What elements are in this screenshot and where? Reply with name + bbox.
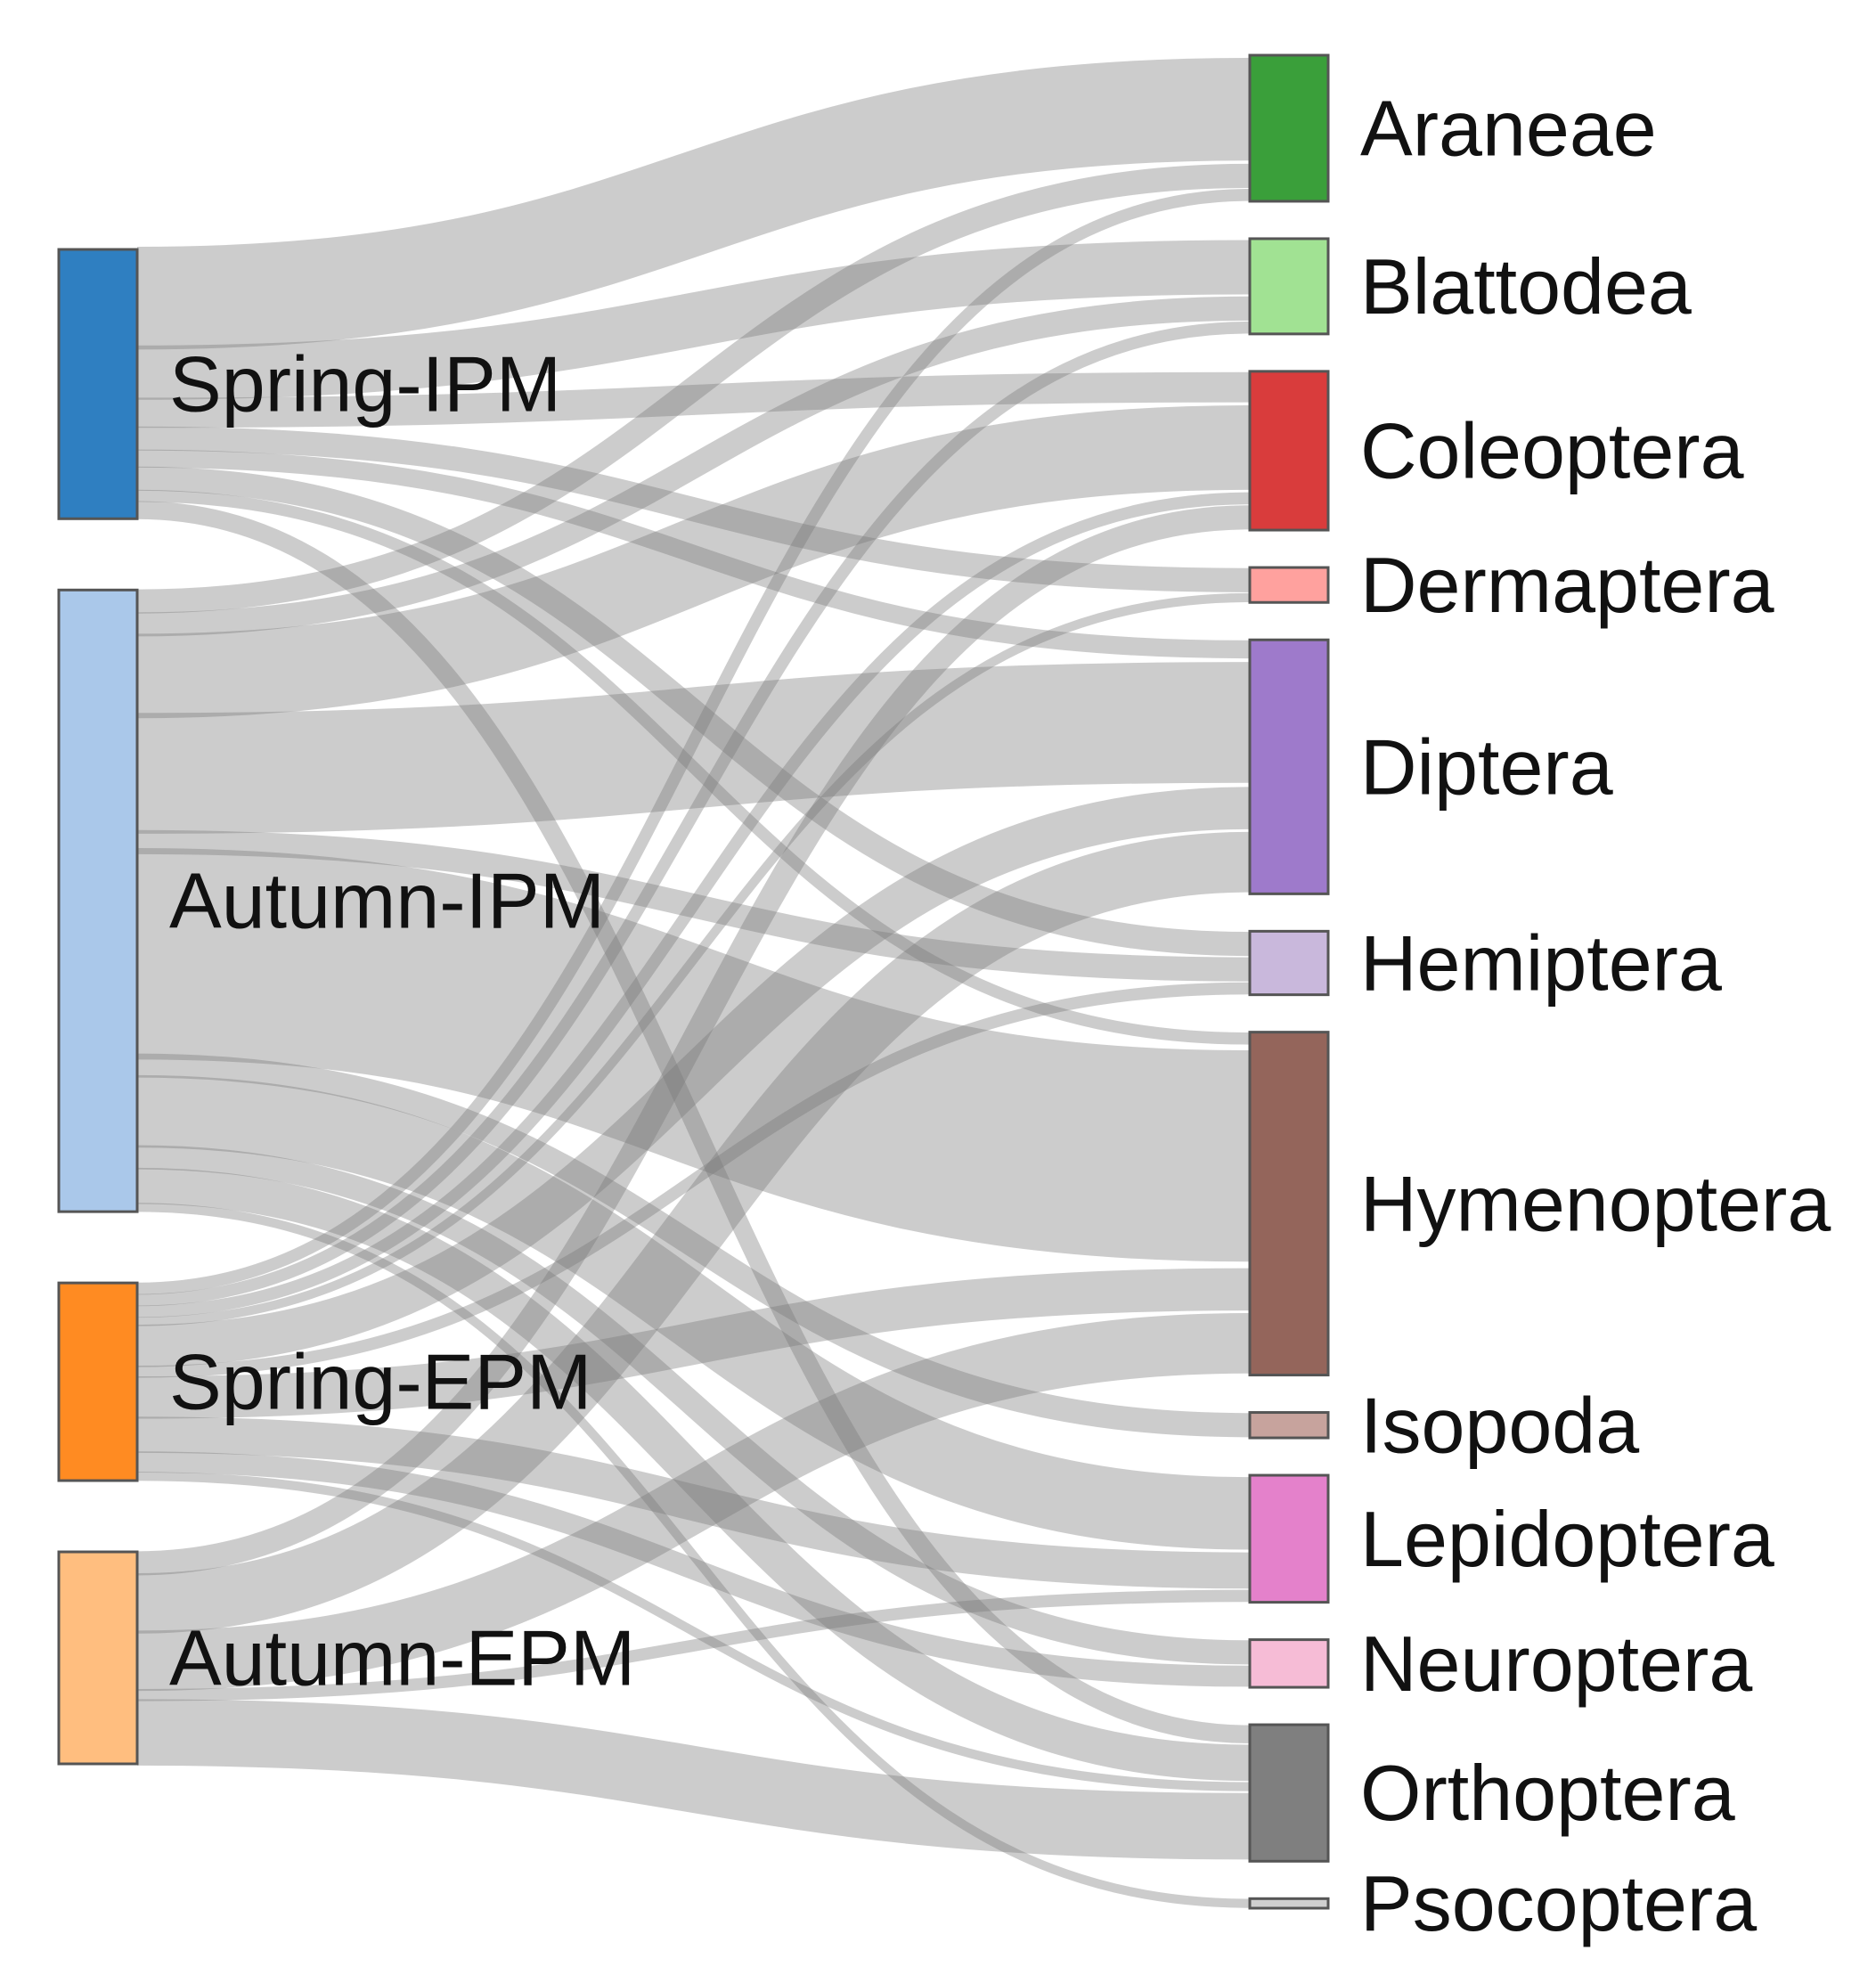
node-autumn-ipm <box>57 588 139 1213</box>
link-spring-ipm-to-hemiptera <box>136 466 1251 957</box>
node-orthoptera <box>1248 1723 1330 1863</box>
node-psocoptera <box>1248 1897 1330 1910</box>
node-dermaptera <box>1248 566 1330 604</box>
link-autumn-ipm-to-hemiptera <box>136 829 1251 982</box>
link-autumn-epm-to-hymenoptera <box>136 1313 1251 1692</box>
label-spring-ipm: Spring-IPM <box>169 340 561 428</box>
label-orthoptera: Orthoptera <box>1360 1749 1735 1837</box>
link-spring-epm-to-blattodea <box>136 321 1251 1307</box>
node-spring-ipm <box>57 248 139 520</box>
node-coleoptera <box>1248 370 1330 532</box>
links-group <box>136 57 1251 1908</box>
node-diptera <box>1248 638 1330 895</box>
node-spring-epm <box>57 1281 139 1482</box>
label-autumn-ipm: Autumn-IPM <box>169 857 605 945</box>
node-blattodea <box>1248 237 1330 336</box>
link-autumn-ipm-to-blattodea <box>136 296 1251 637</box>
link-autumn-epm-to-coleoptera <box>136 505 1251 1576</box>
link-autumn-ipm-to-hymenoptera <box>136 848 1251 1262</box>
link-spring-ipm-to-hymenoptera <box>136 489 1251 1045</box>
label-coleoptera: Coleoptera <box>1360 406 1744 494</box>
node-araneae <box>1248 53 1330 203</box>
label-isopoda: Isopoda <box>1360 1381 1639 1469</box>
labels-group: Spring-IPM Autumn-IPM Spring-EPM Autumn-EPM… <box>169 84 1831 1947</box>
label-neuroptera: Neuroptera <box>1360 1620 1752 1708</box>
node-isopoda <box>1248 1411 1330 1440</box>
node-neuroptera <box>1248 1638 1330 1689</box>
label-dermaptera: Dermaptera <box>1360 541 1774 629</box>
link-spring-ipm-to-araneae <box>136 57 1251 350</box>
node-lepidoptera <box>1248 1473 1330 1604</box>
link-autumn-epm-to-diptera <box>136 831 1251 1634</box>
link-autumn-ipm-to-coleoptera <box>136 404 1251 719</box>
link-autumn-ipm-to-psocoptera <box>136 1203 1251 1908</box>
link-spring-epm-to-dermaptera <box>136 592 1251 1326</box>
link-autumn-ipm-to-lepidoptera <box>136 1074 1251 1550</box>
link-autumn-ipm-to-neuroptera <box>136 1145 1251 1665</box>
link-autumn-epm-to-lepidoptera <box>136 1589 1251 1701</box>
link-spring-epm-to-coleoptera <box>136 492 1251 1318</box>
link-spring-epm-to-hymenoptera <box>136 1268 1251 1419</box>
node-autumn-epm <box>57 1550 139 1766</box>
link-spring-epm-to-neuroptera <box>136 1451 1251 1687</box>
label-psocoptera: Psocoptera <box>1360 1859 1757 1947</box>
link-autumn-epm-to-orthoptera <box>136 1699 1251 1860</box>
link-spring-ipm-to-dermaptera <box>136 426 1251 592</box>
link-spring-epm-to-araneae <box>136 189 1251 1295</box>
link-autumn-ipm-to-diptera <box>136 662 1251 834</box>
node-hymenoptera <box>1248 1031 1330 1377</box>
link-spring-ipm-to-coleoptera <box>136 371 1251 428</box>
label-spring-epm: Spring-EPM <box>169 1338 591 1426</box>
link-spring-ipm-to-orthoptera <box>136 501 1251 1743</box>
link-autumn-ipm-to-orthoptera <box>136 1167 1251 1782</box>
label-hemiptera: Hemiptera <box>1360 919 1722 1008</box>
link-autumn-ipm-to-isopoda <box>136 1053 1251 1438</box>
node-hemiptera <box>1248 929 1330 997</box>
link-spring-epm-to-diptera <box>136 787 1251 1367</box>
label-lepidoptera: Lepidoptera <box>1360 1495 1774 1583</box>
label-blattodea: Blattodea <box>1360 242 1692 330</box>
label-araneae: Araneae <box>1360 84 1657 172</box>
link-spring-ipm-to-blattodea <box>136 240 1251 400</box>
link-spring-epm-to-hemiptera <box>136 982 1251 1378</box>
link-spring-ipm-to-diptera <box>136 449 1251 659</box>
link-spring-epm-to-orthoptera <box>136 1472 1251 1791</box>
label-diptera: Diptera <box>1360 722 1613 811</box>
link-autumn-ipm-to-araneae <box>136 163 1251 614</box>
label-autumn-epm: Autumn-EPM <box>169 1614 635 1702</box>
nodes-group <box>57 53 1330 1910</box>
link-spring-epm-to-lepidoptera <box>136 1416 1251 1589</box>
label-hymenoptera: Hymenoptera <box>1360 1160 1831 1248</box>
